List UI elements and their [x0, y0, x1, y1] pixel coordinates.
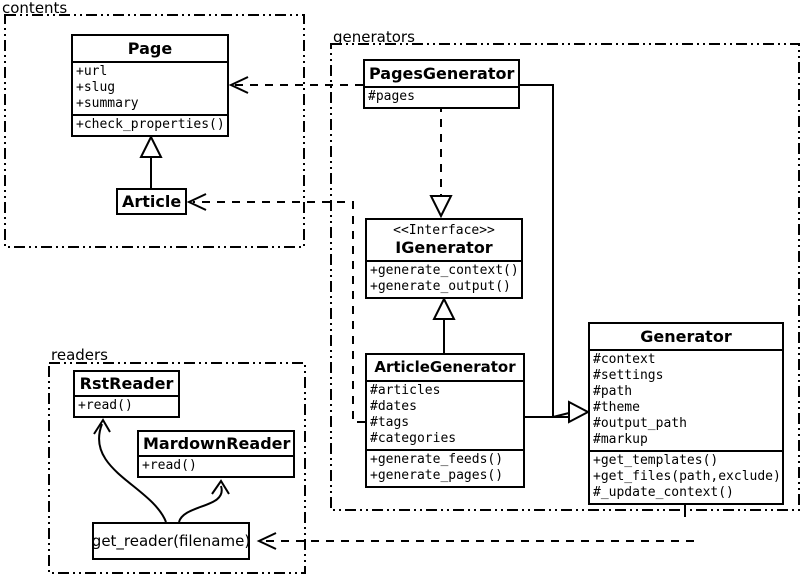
dependency-generator-to-getreader	[256, 499, 694, 550]
method: +generate_output()	[370, 279, 511, 294]
method: +generate_feeds()	[370, 452, 504, 467]
function-box-get-reader: get_reader(filename)	[92, 522, 250, 560]
method: +generate_context()	[370, 263, 519, 278]
attributes-section: #pages	[365, 86, 518, 107]
interface-stereotype: <<Interface>>	[393, 223, 495, 238]
attribute: #markup	[593, 432, 648, 447]
attribute: +url	[76, 64, 108, 79]
class-box-rstreader: RstReader +read()	[73, 370, 180, 418]
attribute: #context	[593, 352, 656, 367]
methods-section: +read()	[139, 455, 293, 476]
class-box-pagesgenerator: PagesGenerator #pages	[363, 59, 520, 109]
class-box-article: Article	[116, 188, 187, 215]
class-title-pagesgenerator: PagesGenerator	[369, 64, 515, 83]
attribute: +slug	[76, 80, 116, 95]
method: +check_properties()	[76, 117, 225, 132]
methods-section: +get_templates() +get_files(path,exclude…	[590, 450, 782, 503]
methods-section: +generate_context() +generate_output()	[367, 260, 521, 297]
class-title-articlegenerator: ArticleGenerator	[374, 358, 516, 376]
method: +read()	[142, 458, 197, 473]
package-label-contents: contents	[2, 0, 68, 17]
dependency-articlegenerator-to-article	[186, 193, 365, 423]
package-label-readers: readers	[51, 346, 108, 364]
attribute: #dates	[370, 399, 417, 414]
package-label-generators: generators	[333, 28, 415, 46]
class-title-igenerator: <<Interface>> IGenerator	[367, 220, 521, 260]
class-title-rstreader: RstReader	[79, 374, 174, 393]
method: +get_templates()	[593, 453, 719, 468]
class-title-page: Page	[127, 39, 173, 58]
package-border-readers	[48, 362, 306, 574]
arrow-getreader-to-mardownreader	[178, 479, 230, 523]
attributes-section: #articles #dates #tags #categories	[367, 380, 523, 449]
class-title-mardownreader: MardownReader	[143, 434, 291, 453]
attributes-section: #context #settings #path #theme #output_…	[590, 349, 782, 450]
generalization-generators-to-generator	[520, 84, 591, 424]
attribute: #output_path	[593, 416, 687, 431]
class-title-generator: Generator	[640, 327, 732, 346]
attribute: +summary	[76, 96, 139, 111]
attribute: #settings	[593, 368, 664, 383]
attribute: #pages	[368, 89, 415, 104]
class-box-articlegenerator: ArticleGenerator #articles #dates #tags …	[365, 353, 525, 488]
method: +get_files(path,exclude)	[593, 469, 781, 484]
class-box-mardownreader: MardownReader +read()	[137, 430, 295, 478]
generalization-article-to-page	[139, 134, 163, 188]
class-title-article: Article	[122, 192, 182, 211]
class-box-igenerator: <<Interface>> IGenerator +generate_conte…	[365, 218, 523, 299]
methods-section: +read()	[75, 395, 178, 416]
attribute: #categories	[370, 431, 457, 446]
method: #_update_context()	[593, 485, 734, 500]
method: +generate_pages()	[370, 468, 504, 483]
methods-section: +generate_feeds() +generate_pages()	[367, 449, 523, 486]
realization-pagesgenerator-to-igenerator	[429, 104, 453, 219]
method: +read()	[78, 398, 133, 413]
methods-section: +check_properties()	[73, 114, 227, 135]
attribute: #theme	[593, 400, 640, 415]
attributes-section: +url +slug +summary	[73, 61, 227, 114]
package-border-generators	[330, 43, 800, 511]
generalization-articlegenerator-to-igenerator	[432, 296, 456, 353]
attribute: #path	[593, 384, 633, 399]
dependency-pagesgenerator-to-page	[228, 76, 363, 94]
attribute: #tags	[370, 415, 410, 430]
class-box-generator: Generator #context #settings #path #them…	[588, 322, 784, 505]
class-box-page: Page +url +slug +summary +check_properti…	[71, 34, 229, 137]
class-name-text: IGenerator	[395, 238, 493, 257]
package-border-contents	[4, 14, 305, 248]
attribute: #articles	[370, 383, 441, 398]
arrow-getreader-to-rstreader	[93, 418, 167, 523]
